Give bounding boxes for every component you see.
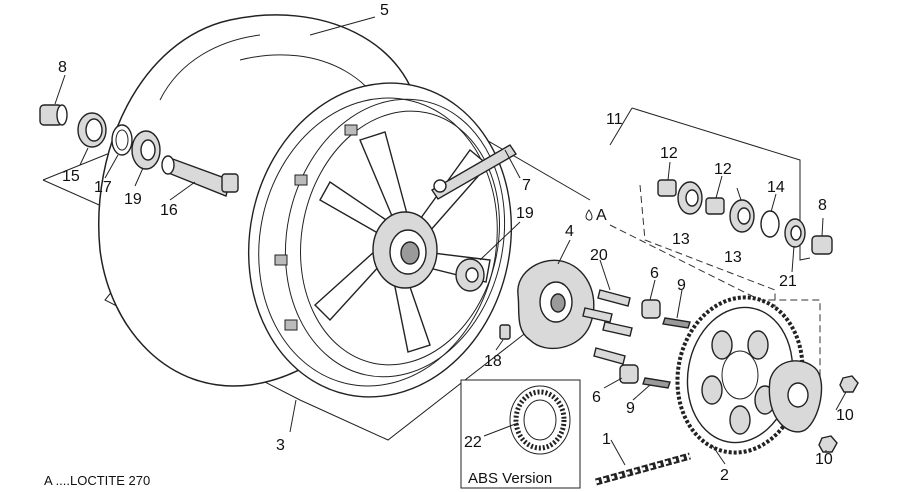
studs-9 [642, 317, 691, 389]
screws-20 [582, 289, 633, 365]
chain-1 [595, 452, 691, 486]
abs-version-box [460, 379, 581, 489]
sprocket-carrier-4 [517, 259, 595, 350]
bearing-13a [677, 181, 703, 215]
callout-10-bottom: 10 [815, 451, 833, 468]
callout-15: 15 [62, 168, 80, 185]
rim-hub [372, 211, 438, 289]
bearing-19-right [455, 258, 485, 292]
callout-12-b: 12 [714, 161, 732, 178]
spacer-12b [705, 197, 725, 215]
callout-13-a: 13 [672, 231, 690, 248]
callout-17: 17 [94, 179, 112, 196]
spacer-8-left [39, 104, 68, 126]
callout-19-left: 19 [124, 191, 142, 208]
callout-6-top: 6 [650, 265, 659, 282]
bearing-19-left [131, 130, 161, 170]
left-axle-parts [39, 104, 239, 197]
circlip-14 [760, 210, 780, 238]
seal-21 [784, 218, 806, 248]
callout-11: 11 [606, 111, 623, 128]
callout-12-a: 12 [660, 145, 678, 162]
callout-19-right: 19 [516, 205, 534, 222]
callout-10-top: 10 [836, 407, 854, 424]
circlip-17 [111, 124, 133, 156]
loctite-legend: A ....LOCTITE 270 [44, 473, 150, 488]
callout-13-b: 13 [724, 249, 742, 266]
spacer-tube-16 [161, 155, 239, 197]
callout-3: 3 [276, 437, 285, 454]
callout-18: 18 [484, 353, 502, 370]
callout-8-left: 8 [58, 59, 67, 76]
callout-14: 14 [767, 179, 785, 196]
rim-balance-marks [274, 124, 358, 331]
callout-loctite-symbol: A [596, 207, 607, 224]
callout-16: 16 [160, 202, 178, 219]
callout-9-bottom: 9 [626, 400, 635, 417]
abs-tone-ring [509, 385, 571, 455]
bushings-6 [619, 299, 661, 384]
sprocket-2 [675, 295, 805, 455]
callout-2: 2 [720, 467, 729, 484]
nuts-10 [818, 375, 859, 453]
callout-9-top: 9 [677, 277, 686, 294]
callout-21: 21 [779, 273, 797, 290]
bolt-7 [431, 144, 517, 200]
callout-20: 20 [590, 247, 608, 264]
spacer-12a [657, 179, 677, 197]
callout-22: 22 [464, 434, 482, 451]
callout-6-bottom: 6 [592, 389, 601, 406]
pin-18 [499, 324, 511, 340]
sprocket-carrier-bearings [657, 179, 833, 255]
bearing-13b [729, 199, 755, 233]
callout-8-right: 8 [818, 197, 827, 214]
rim [247, 82, 513, 398]
callout-7: 7 [522, 177, 531, 194]
cover-plate [768, 360, 823, 433]
loctite-drop-icon [585, 209, 593, 221]
callout-1: 1 [602, 431, 611, 448]
callout-labels: 8 5 15 17 19 16 7 19 3 4 A 20 6 9 18 6 9… [58, 2, 854, 484]
callout-5: 5 [380, 2, 389, 19]
spacer-8-right [811, 235, 833, 255]
callout-4: 4 [565, 223, 574, 240]
seal-15 [77, 112, 107, 148]
abs-version-label: ABS Version [468, 470, 552, 487]
leader-lines [54, 16, 847, 466]
